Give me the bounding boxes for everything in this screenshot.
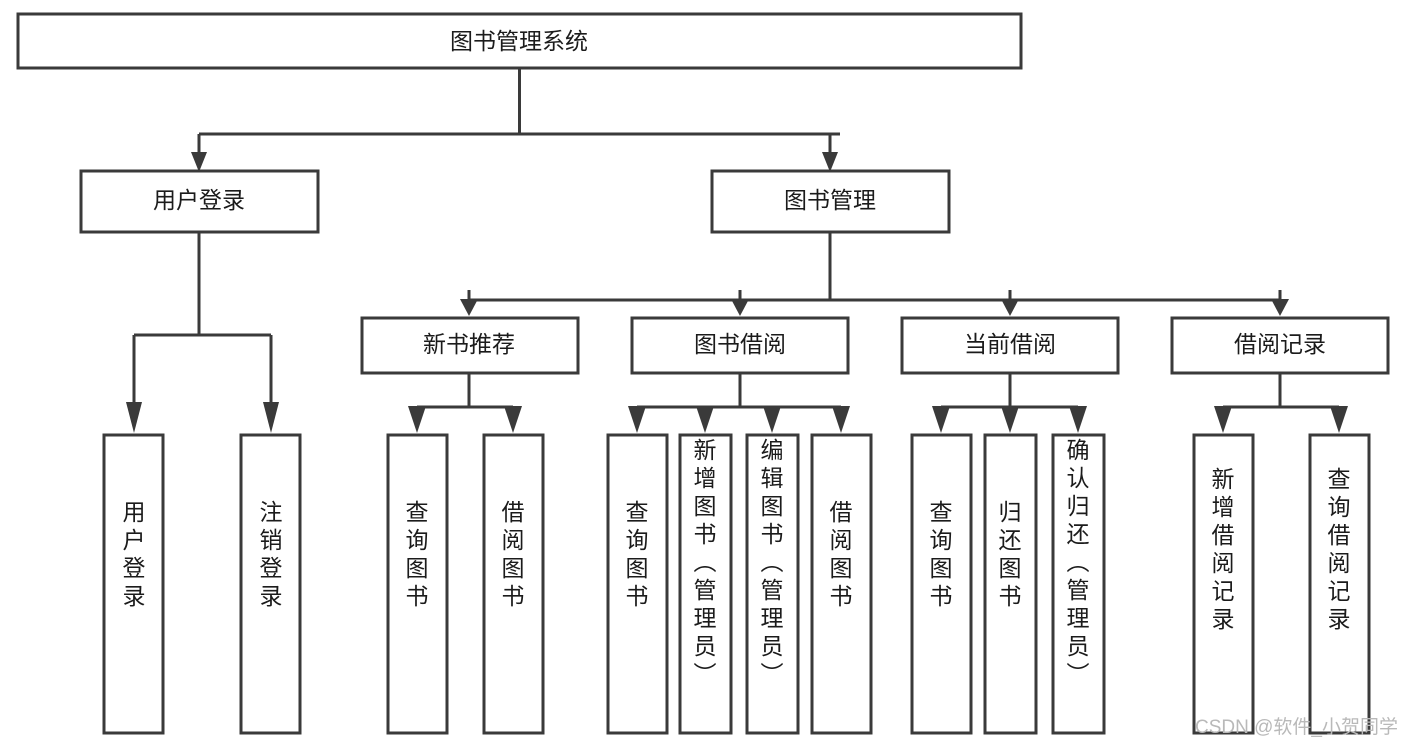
node-user-login[interactable]: 用户登录	[79, 169, 320, 234]
node-leaf-confirm-return-box[interactable]	[1051, 433, 1106, 735]
node-leaf-borrow-book-1-box[interactable]	[482, 433, 545, 735]
arrow-head-leaf-query-book-3	[932, 406, 950, 433]
node-leaf-user-login-box[interactable]	[102, 433, 165, 735]
node-leaf-edit-book[interactable]: 编辑图书︵管理员︶	[745, 433, 800, 735]
node-leaf-user-login-label: 用户登录	[123, 499, 146, 609]
arrow-head-user-login	[191, 152, 207, 172]
arrow-head-book-borrow	[731, 299, 749, 316]
node-leaf-query-record-label: 查询借阅记录	[1328, 466, 1351, 632]
node-user-login-label: 用户登录	[153, 187, 245, 213]
node-borrow-record-box[interactable]	[1170, 316, 1390, 375]
node-leaf-edit-book-label: 编辑图书︵管理员︶	[761, 437, 784, 687]
node-leaf-user-login[interactable]: 用户登录	[102, 433, 165, 735]
node-book-borrow-label: 图书借阅	[694, 331, 786, 357]
node-root-label: 图书管理系统	[450, 28, 588, 54]
node-current-borrow-box[interactable]	[900, 316, 1120, 375]
node-current-borrow[interactable]: 当前借阅	[900, 316, 1120, 375]
arrow-head-leaf-query-record	[1330, 406, 1348, 433]
arrow-head-leaf-borrow-book-1	[504, 406, 522, 433]
arrow-head-borrow-record	[1271, 299, 1289, 316]
node-leaf-add-record[interactable]: 新增借阅记录	[1192, 433, 1255, 735]
arrow-head-leaf-return-book	[1001, 406, 1019, 433]
node-leaf-query-book-3[interactable]: 查询图书	[910, 433, 973, 735]
node-current-borrow-label: 当前借阅	[964, 331, 1056, 357]
node-leaf-add-book-label: 新增图书︵管理员︶	[694, 437, 717, 687]
node-new-book-recommend-label: 新书推荐	[423, 331, 515, 357]
node-book-management-label: 图书管理	[784, 187, 876, 213]
node-book-borrow[interactable]: 图书借阅	[630, 316, 850, 375]
node-leaf-borrow-book-1-label: 借阅图书	[502, 499, 525, 609]
node-borrow-record[interactable]: 借阅记录	[1170, 316, 1390, 375]
node-user-login-box[interactable]	[79, 169, 320, 234]
node-leaf-return-book-box[interactable]	[983, 433, 1038, 735]
arrow-head-leaf-add-record	[1214, 406, 1232, 433]
node-leaf-add-record-label: 新增借阅记录	[1212, 466, 1235, 632]
node-leaf-query-book-1-label: 查询图书	[406, 499, 429, 609]
node-leaf-user-logout-box[interactable]	[239, 433, 302, 735]
arrow-head-leaf-edit-book	[763, 406, 781, 433]
node-leaf-return-book-label: 归还图书	[999, 499, 1022, 609]
node-leaf-query-book-2[interactable]: 查询图书	[606, 433, 669, 735]
node-leaf-add-record-box[interactable]	[1192, 433, 1255, 735]
node-leaf-query-book-2-label: 查询图书	[626, 499, 649, 609]
arrow-head-current-borrow	[1001, 299, 1019, 316]
node-leaf-query-record[interactable]: 查询借阅记录	[1308, 433, 1371, 735]
arrow-head-leaf-user-login	[126, 402, 142, 433]
node-leaf-query-book-3-box[interactable]	[910, 433, 973, 735]
node-leaf-query-book-2-box[interactable]	[606, 433, 669, 735]
node-book-management[interactable]: 图书管理	[710, 169, 951, 234]
node-new-book-recommend-box[interactable]	[360, 316, 580, 375]
arrow-head-leaf-borrow-book-2	[832, 406, 850, 433]
node-leaf-query-record-box[interactable]	[1308, 433, 1371, 735]
node-leaf-query-book-1-box[interactable]	[386, 433, 449, 735]
node-leaf-add-book-box[interactable]	[678, 433, 733, 735]
node-book-borrow-box[interactable]	[630, 316, 850, 375]
csdn-watermark: CSDN @软件_小贺同学	[1195, 716, 1398, 738]
connector-layer	[126, 68, 1348, 433]
arrow-head-leaf-user-logout	[263, 402, 279, 433]
node-leaf-user-logout[interactable]: 注销登录	[239, 433, 302, 735]
node-leaf-return-book[interactable]: 归还图书	[983, 433, 1038, 735]
node-leaf-add-book[interactable]: 新增图书︵管理员︶	[678, 433, 733, 735]
node-new-book-recommend[interactable]: 新书推荐	[360, 316, 580, 375]
arrow-head-leaf-add-book	[696, 406, 714, 433]
node-leaf-borrow-book-1[interactable]: 借阅图书	[482, 433, 545, 735]
node-leaf-borrow-book-2-label: 借阅图书	[830, 499, 853, 609]
node-leaf-user-logout-label: 注销登录	[260, 499, 283, 609]
node-leaf-confirm-return[interactable]: 确认归还︵管理员︶	[1051, 433, 1106, 735]
arrow-head-leaf-query-book-1	[408, 406, 426, 433]
node-root-box[interactable]	[16, 12, 1023, 70]
node-leaf-borrow-book-2[interactable]: 借阅图书	[810, 433, 873, 735]
node-leaf-query-book-3-label: 查询图书	[930, 499, 953, 609]
arrow-head-book-management	[822, 152, 838, 172]
node-borrow-record-label: 借阅记录	[1234, 331, 1326, 357]
arrow-head-leaf-query-book-2	[628, 406, 646, 433]
arrow-head-leaf-confirm-return	[1069, 406, 1087, 433]
node-leaf-edit-book-box[interactable]	[745, 433, 800, 735]
node-leaf-query-book-1[interactable]: 查询图书	[386, 433, 449, 735]
node-root[interactable]: 图书管理系统	[16, 12, 1023, 70]
arrow-head-new-book-recommend	[460, 299, 478, 316]
node-book-management-box[interactable]	[710, 169, 951, 234]
node-leaf-confirm-return-label: 确认归还︵管理员︶	[1067, 437, 1090, 687]
node-leaf-borrow-book-2-box[interactable]	[810, 433, 873, 735]
